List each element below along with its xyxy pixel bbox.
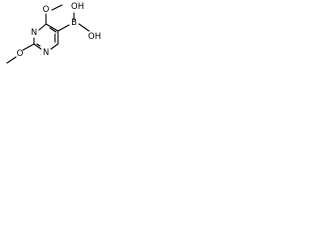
structure-diagram: O O N N B OH OH bbox=[6, 2, 101, 64]
bond-ring-c4-n3 bbox=[38, 23, 47, 31]
atom-oxygen-left: O bbox=[17, 49, 24, 59]
atom-nitrogen-lower: N bbox=[43, 48, 49, 58]
atom-nitrogen-right: N bbox=[31, 28, 37, 38]
bond-ring-c6-n1 bbox=[50, 43, 59, 50]
bond-c5-b bbox=[57, 24, 70, 32]
bond-ring-inner-3 bbox=[36, 43, 41, 47]
bond-methyl-left bbox=[6, 56, 17, 64]
atom-labels: O O N N B OH OH bbox=[17, 2, 101, 59]
bond-c2-o-left bbox=[22, 43, 35, 51]
bond-ring-n1-c2 bbox=[33, 43, 42, 50]
bond-ring-inner-1 bbox=[49, 27, 57, 33]
bond-b-oh-right bbox=[78, 23, 90, 32]
bonds bbox=[6, 4, 90, 64]
atom-oxygen-top: O bbox=[43, 5, 50, 15]
bond-ring-c4-c5 bbox=[45, 23, 59, 32]
atom-hydroxyl-right: OH bbox=[88, 32, 101, 42]
bond-methyl-top bbox=[51, 4, 63, 11]
atom-boron: B bbox=[71, 18, 77, 28]
atom-hydroxyl-top: OH bbox=[71, 2, 84, 12]
